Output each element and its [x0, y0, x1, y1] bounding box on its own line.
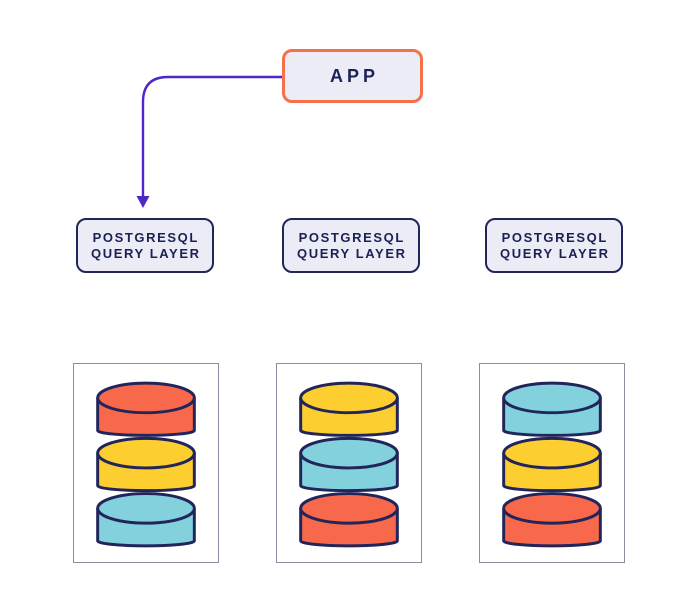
- database-stack-icon: [502, 381, 602, 548]
- query-layer-node-3: POSTGRESQL QUERY LAYER: [485, 218, 623, 273]
- query-layer-node-1: POSTGRESQL QUERY LAYER: [76, 218, 214, 273]
- database-stack-icon: [96, 381, 196, 548]
- db-disk-orange: [502, 492, 602, 548]
- db-disk-cyan: [299, 436, 399, 493]
- app-node-label: APP: [329, 65, 379, 86]
- query-layer-label-line1: POSTGRESQL: [298, 229, 405, 245]
- db-disk-orange: [96, 381, 196, 437]
- app-node: APP: [282, 49, 423, 103]
- database-card-1: [73, 363, 219, 563]
- query-layer-label-line2: QUERY LAYER: [500, 245, 610, 261]
- database-card-2: [276, 363, 422, 563]
- query-layer-label-line1: POSTGRESQL: [92, 229, 199, 245]
- query-layer-label-line1: POSTGRESQL: [501, 229, 608, 245]
- db-disk-yellow: [502, 436, 602, 493]
- db-disk-orange: [299, 492, 399, 548]
- arrow-line: [141, 75, 284, 198]
- db-disk-cyan: [502, 381, 602, 437]
- database-stack-icon: [299, 381, 399, 548]
- db-disk-cyan: [96, 492, 196, 548]
- arrow-head-icon: [136, 196, 150, 208]
- query-layer-node-2: POSTGRESQL QUERY LAYER: [282, 218, 420, 273]
- db-disk-yellow: [96, 436, 196, 493]
- database-card-3: [479, 363, 625, 563]
- db-disk-yellow: [299, 381, 399, 437]
- query-layer-label-line2: QUERY LAYER: [91, 245, 201, 261]
- query-layer-label-line2: QUERY LAYER: [297, 245, 407, 261]
